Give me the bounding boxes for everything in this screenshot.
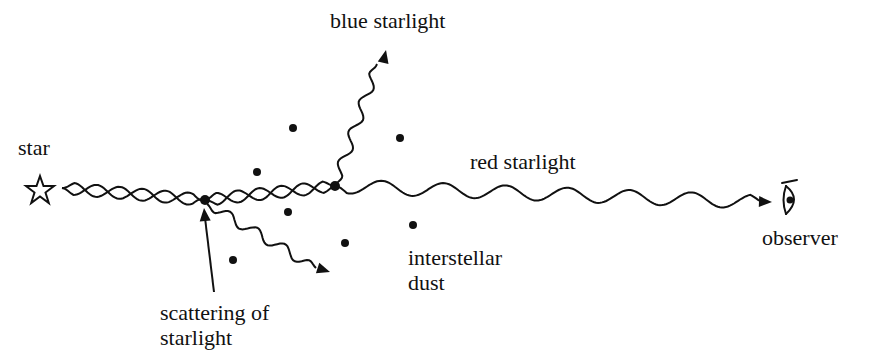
dust-grain <box>229 256 237 264</box>
dust-grain <box>253 168 261 176</box>
arrow-head <box>378 50 389 64</box>
leader-line <box>205 218 214 292</box>
arrow-head <box>316 263 330 274</box>
dust-grains <box>200 124 417 264</box>
arrow-head <box>200 208 211 221</box>
dust-grain <box>284 208 292 216</box>
arrow-head <box>759 196 772 207</box>
label: interstellar dust <box>408 245 533 295</box>
red-light-wave <box>335 181 762 208</box>
dust-grain <box>409 221 417 229</box>
label: red starlight <box>470 149 576 174</box>
eye-outline <box>786 186 794 214</box>
starlight-wave <box>62 183 205 205</box>
starlight-wave <box>205 182 335 205</box>
eye-pupil <box>788 198 793 203</box>
label: scattering of starlight <box>160 300 272 350</box>
star-symbol <box>26 176 54 203</box>
label: blue starlight <box>330 8 445 33</box>
label: observer <box>762 225 838 250</box>
observer-eye <box>782 180 797 214</box>
eye-lid <box>782 180 797 183</box>
dust-grain <box>341 239 349 247</box>
scattered-light-wave <box>207 204 316 268</box>
blue-light-wave <box>335 64 377 186</box>
eye-outline <box>784 186 787 214</box>
starlight-wave <box>205 183 335 202</box>
label: star <box>18 135 50 160</box>
dust-grain <box>396 134 404 142</box>
dust-grain <box>289 124 297 132</box>
